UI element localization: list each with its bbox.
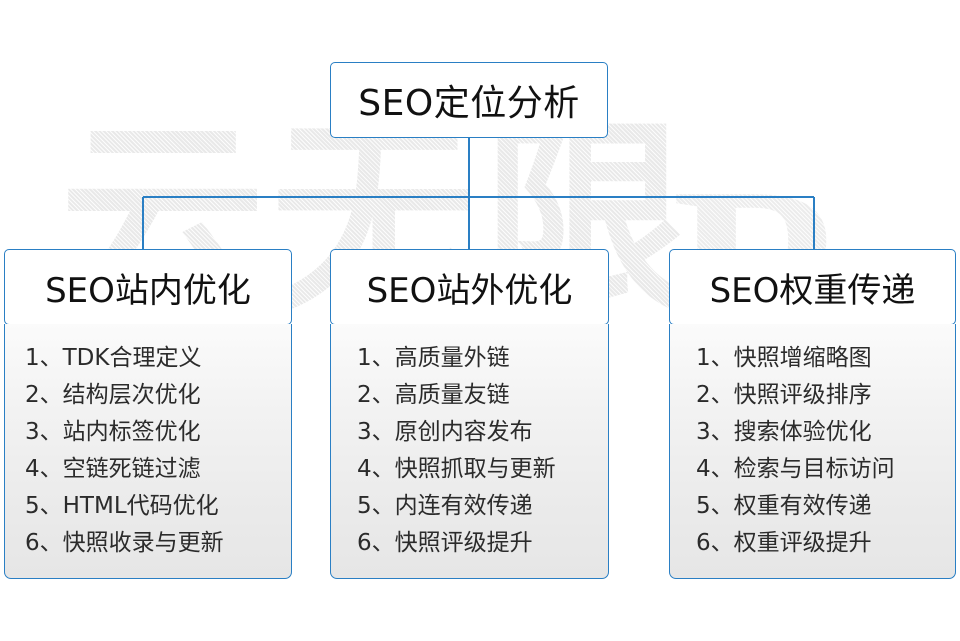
branch-item-list: 1、快照增缩略图 2、快照评级排序 3、搜索体验优化 4、检索与目标访问 5、权… <box>670 340 955 562</box>
list-item: 3、站内标签优化 <box>25 419 201 445</box>
list-item: 2、高质量友链 <box>357 382 510 408</box>
branch-header-seo-onsite[interactable]: SEO站内优化 <box>4 249 292 325</box>
list-item: 2、快照评级排序 <box>696 382 872 408</box>
list-item: 6、快照收录与更新 <box>25 530 224 556</box>
list-item: 4、快照抓取与更新 <box>357 456 556 482</box>
branch-header-seo-weight-transfer[interactable]: SEO权重传递 <box>669 249 956 325</box>
branch-column-seo-weight-transfer: SEO权重传递 1、快照增缩略图 2、快照评级排序 3、搜索体验优化 4、检索与… <box>669 249 956 579</box>
list-item: 2、结构层次优化 <box>25 382 201 408</box>
list-item: 4、空链死链过滤 <box>25 456 201 482</box>
list-item: 1、高质量外链 <box>357 345 510 371</box>
list-item: 5、内连有效传递 <box>357 493 533 519</box>
branch-item-list: 1、高质量外链 2、高质量友链 3、原创内容发布 4、快照抓取与更新 5、内连有… <box>331 340 608 562</box>
root-node-label: SEO定位分析 <box>358 83 580 124</box>
branch-header-label: SEO站外优化 <box>366 270 573 311</box>
list-item: 4、检索与目标访问 <box>696 456 895 482</box>
branch-body-seo-weight-transfer: 1、快照增缩略图 2、快照评级排序 3、搜索体验优化 4、检索与目标访问 5、权… <box>669 324 956 579</box>
branch-item-list: 1、TDK合理定义 2、结构层次优化 3、站内标签优化 4、空链死链过滤 5、H… <box>5 340 291 562</box>
branch-header-seo-offsite[interactable]: SEO站外优化 <box>330 249 609 325</box>
branch-column-seo-onsite: SEO站内优化 1、TDK合理定义 2、结构层次优化 3、站内标签优化 4、空链… <box>4 249 292 579</box>
list-item: 1、快照增缩略图 <box>696 345 872 371</box>
branch-body-seo-onsite: 1、TDK合理定义 2、结构层次优化 3、站内标签优化 4、空链死链过滤 5、H… <box>4 324 292 579</box>
list-item: 3、搜索体验优化 <box>696 419 872 445</box>
branch-column-seo-offsite: SEO站外优化 1、高质量外链 2、高质量友链 3、原创内容发布 4、快照抓取与… <box>330 249 609 579</box>
branch-header-label: SEO权重传递 <box>709 270 916 311</box>
list-item: 6、快照评级提升 <box>357 530 533 556</box>
branch-header-label: SEO站内优化 <box>45 270 251 311</box>
list-item: 5、权重有效传递 <box>696 493 872 519</box>
list-item: 6、权重评级提升 <box>696 530 872 556</box>
list-item: 3、原创内容发布 <box>357 419 533 445</box>
root-node[interactable]: SEO定位分析 <box>330 62 608 138</box>
list-item: 1、TDK合理定义 <box>25 345 202 371</box>
branch-body-seo-offsite: 1、高质量外链 2、高质量友链 3、原创内容发布 4、快照抓取与更新 5、内连有… <box>330 324 609 579</box>
list-item: 5、HTML代码优化 <box>25 493 219 519</box>
